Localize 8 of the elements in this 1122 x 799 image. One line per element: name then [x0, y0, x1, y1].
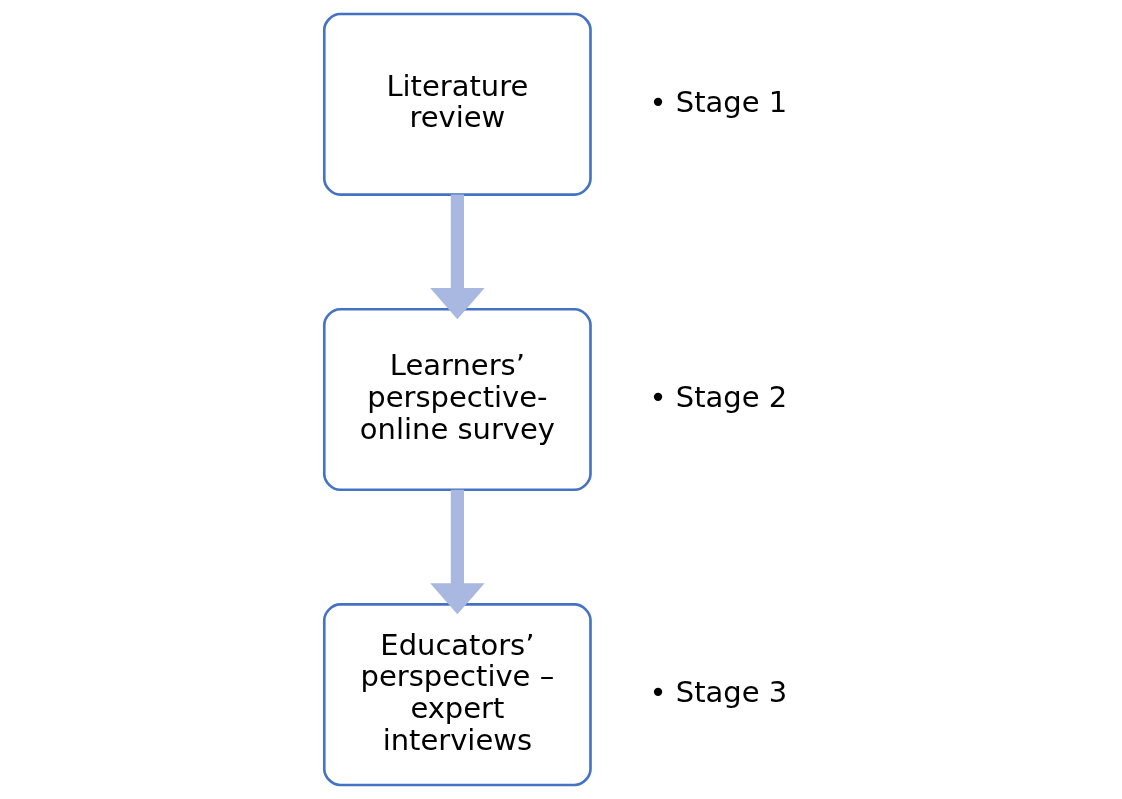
node-label: • Stage 3 — [648, 675, 787, 710]
node-label: • Stage 2 — [648, 379, 787, 414]
node-box: Educators’ perspective – expert interviews — [322, 603, 592, 787]
arrow — [429, 489, 485, 615]
node-label: • Stage 1 — [648, 84, 787, 119]
node-box: Learners’ perspective- online survey — [322, 307, 592, 492]
node-box: Literature review — [322, 12, 592, 196]
arrow — [429, 194, 485, 320]
